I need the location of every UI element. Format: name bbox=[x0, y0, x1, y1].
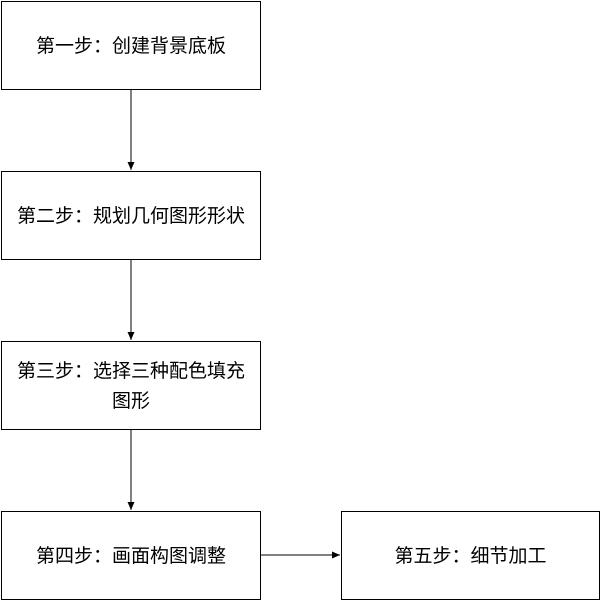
step-4-box: 第四步：画面构图调整 bbox=[1, 511, 261, 600]
step-2-label: 第二步：规划几何图形形状 bbox=[16, 204, 245, 227]
step-5-box: 第五步：细节加工 bbox=[341, 511, 600, 600]
step-2-box: 第二步：规划几何图形形状 bbox=[1, 171, 261, 260]
step-3-box: 第三步：选择三种配色填充图形 bbox=[1, 341, 261, 430]
step-1-label: 第一步：创建背景底板 bbox=[35, 34, 226, 57]
step-4-label: 第四步：画面构图调整 bbox=[35, 544, 226, 567]
step-5-label: 第五步：细节加工 bbox=[394, 544, 547, 567]
step-1-box: 第一步：创建背景底板 bbox=[1, 1, 261, 90]
step-3-label: 第三步：选择三种配色填充图形 bbox=[16, 359, 245, 412]
